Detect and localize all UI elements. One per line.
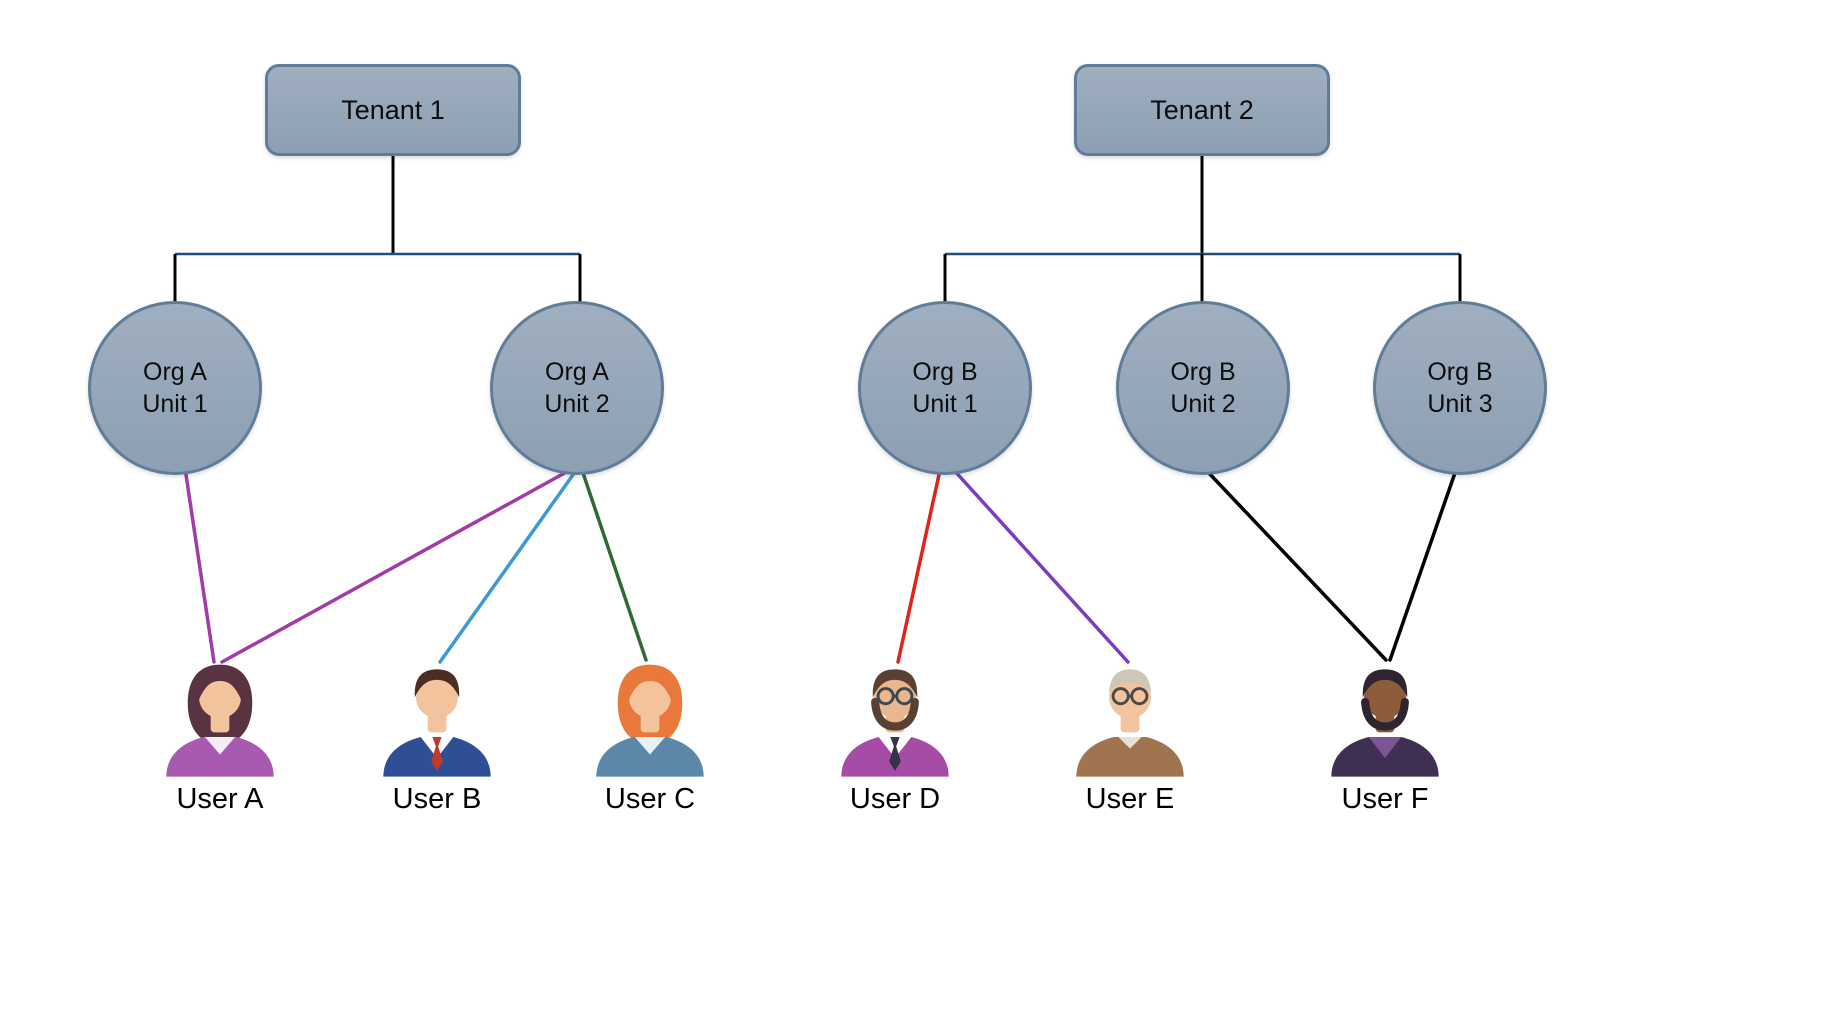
face xyxy=(416,676,458,719)
user-e-avatar xyxy=(1076,669,1184,777)
org-b-unit-3-node: Org B Unit 3 xyxy=(1373,301,1547,475)
inner-shirt xyxy=(634,737,666,755)
edge-org-a-unit-2-to-user-a xyxy=(220,468,572,664)
org-label-line1: Org A xyxy=(545,357,609,386)
user-a-label: User A xyxy=(176,783,264,815)
edge-org-a-unit-2-to-user-b xyxy=(438,470,577,664)
org-label-line2: Unit 1 xyxy=(912,390,978,418)
org-label-line1: Org B xyxy=(1170,357,1236,386)
org-label-line2: Unit 3 xyxy=(1427,390,1493,418)
hair xyxy=(1362,669,1408,698)
inner-shirt xyxy=(1118,737,1142,749)
user-f-avatar xyxy=(1331,669,1439,777)
user-f-label: User F xyxy=(1341,783,1429,815)
user-c: User C xyxy=(570,655,730,816)
user-f: User F xyxy=(1305,655,1465,816)
org-b-unit-1-node: Org B Unit 1 xyxy=(858,301,1032,475)
user-b-avatar xyxy=(383,669,491,777)
tie xyxy=(889,737,901,771)
glasses xyxy=(876,687,914,706)
org-label-line1: Org B xyxy=(912,357,978,386)
org-label-line1: Org B xyxy=(1427,357,1493,386)
org-label-line1: Org A xyxy=(143,357,207,386)
torso xyxy=(1076,737,1184,777)
beard xyxy=(1361,697,1409,731)
org-a-unit-2-node: Org A Unit 2 xyxy=(490,301,664,475)
edge-org-b-unit-1-to-user-d xyxy=(896,468,942,664)
edge-org-a-unit-1-to-user-a xyxy=(183,466,216,664)
face xyxy=(199,676,241,719)
hair xyxy=(872,669,918,698)
user-d-label: User D xyxy=(849,783,941,815)
torso xyxy=(166,737,274,777)
user-d-avatar xyxy=(841,669,949,777)
user-c-avatar xyxy=(596,664,704,777)
hair xyxy=(414,669,460,698)
user-a-avatar xyxy=(166,664,274,777)
org-label-line2: Unit 2 xyxy=(544,390,610,418)
user-a: User A xyxy=(140,655,300,816)
inner-shirt xyxy=(204,737,236,755)
face xyxy=(1364,676,1406,719)
user-e-label: User E xyxy=(1085,783,1175,815)
hair xyxy=(1109,669,1151,693)
user-b: User B xyxy=(357,655,517,816)
edge-org-b-unit-1-to-user-e xyxy=(950,466,1130,664)
tenant-2-label: Tenant 2 xyxy=(1150,94,1254,125)
tie xyxy=(431,737,443,771)
user-b-label: User B xyxy=(392,783,482,815)
edge-org-b-unit-2-to-user-f xyxy=(1204,468,1388,662)
org-a-unit-1-node: Org A Unit 1 xyxy=(88,301,262,475)
edge-org-a-unit-2-to-user-c xyxy=(580,468,648,662)
inner-shirt xyxy=(1368,737,1402,758)
face xyxy=(629,676,671,719)
edge-org-b-unit-3-to-user-f xyxy=(1388,468,1458,662)
user-e: User E xyxy=(1050,655,1210,816)
torso xyxy=(596,737,704,777)
tenant-1-node: Tenant 1 xyxy=(265,64,521,156)
hair-fringe xyxy=(628,669,672,700)
beard xyxy=(871,697,919,731)
hair-fringe xyxy=(198,669,242,700)
org-b-unit-2-node: Org B Unit 2 xyxy=(1116,301,1290,475)
tenant-1-label: Tenant 1 xyxy=(341,94,445,125)
glasses xyxy=(1111,687,1149,706)
user-d: User D xyxy=(815,655,975,816)
user-c-label: User C xyxy=(604,783,696,815)
org-label-line2: Unit 1 xyxy=(142,390,208,418)
tenant-2-node: Tenant 2 xyxy=(1074,64,1330,156)
org-label-line2: Unit 2 xyxy=(1170,390,1236,418)
